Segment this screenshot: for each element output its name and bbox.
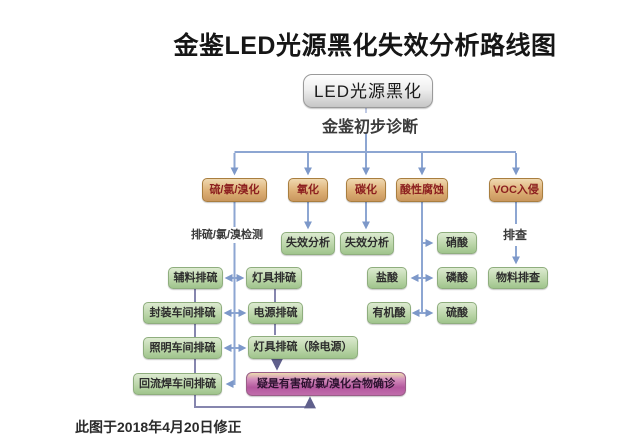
node-led-blackening: LED光源黑化 [303, 74, 433, 108]
node-nitric-acid: 硝酸 [437, 232, 477, 254]
node-auxiliary-sulfur-check: 辅料排硫 [168, 267, 223, 289]
node-power-supply-sulfur: 电源排硫 [248, 302, 303, 324]
node-packaging-workshop-sulfur: 封装车间排硫 [143, 302, 222, 324]
label-sulfur-chlorine-bromine-test: 排硫/氯/溴检测 [183, 227, 271, 243]
label-initial-diagnosis: 金鉴初步诊断 [321, 119, 418, 136]
node-lighting-workshop-sulfur: 照明车间排硫 [143, 337, 222, 359]
edge-double-arrows [223, 274, 247, 352]
node-cause-carbonization: 碳化 [346, 178, 386, 202]
node-cause-oxidation: 氧化 [288, 178, 328, 202]
revision-note: 此图于2018年4月20日修正 [75, 419, 242, 435]
edge-fanout [230, 133, 520, 176]
node-failure-analysis-carbonization: 失效分析 [340, 232, 394, 255]
node-phosphoric-acid: 磷酸 [437, 267, 477, 289]
node-material-investigation: 物料排查 [488, 267, 548, 289]
node-conclusion-harmful-compounds: 疑是有害硫/氯/溴化合物确诊 [246, 372, 406, 396]
node-sulfuric-acid: 硫酸 [437, 302, 477, 324]
node-lamp-sulfur-check: 灯具排硫 [246, 267, 302, 289]
node-lamp-sulfur-except-power: 灯具排硫（除电源） [248, 336, 358, 359]
label-investigate: 排查 [501, 227, 529, 243]
node-cause-voc-intrusion: VOC入侵 [489, 178, 543, 202]
edge-failure-analysis [304, 202, 370, 230]
node-hydrochloric-acid: 盐酸 [367, 267, 407, 289]
node-cause-sulfurization: 硫/氯/溴化 [202, 178, 267, 202]
edge-acid-branch [410, 202, 434, 317]
node-cause-acid-corrosion: 酸性腐蚀 [396, 178, 448, 202]
node-reflow-workshop-sulfur: 回流焊车间排硫 [133, 373, 222, 395]
page-title: 金鉴LED光源黑化失效分析路线图 [173, 32, 557, 60]
node-failure-analysis-oxidation: 失效分析 [281, 232, 335, 255]
node-organic-acid: 有机酸 [367, 302, 411, 324]
